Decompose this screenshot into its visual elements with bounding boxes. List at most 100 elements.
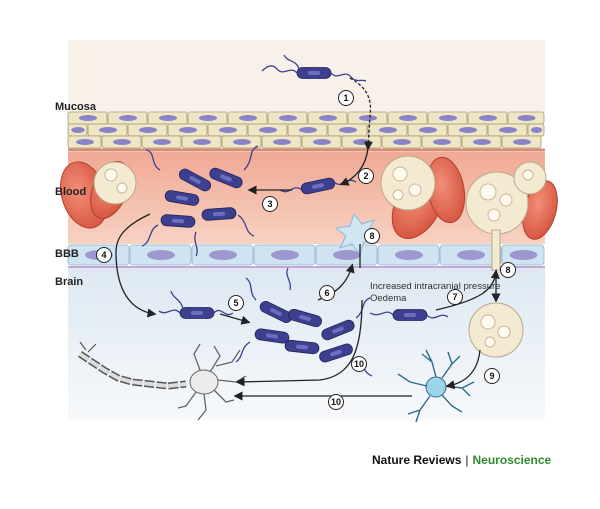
- step-number: 7: [452, 292, 457, 302]
- cell-nucleus: [279, 115, 297, 121]
- label-blood: Blood: [55, 186, 86, 198]
- step-number: 8: [505, 265, 510, 275]
- cell-nucleus: [79, 115, 97, 121]
- step-marker-9: 9: [484, 368, 500, 384]
- bacterium: [160, 213, 196, 229]
- step-marker-8: 8: [364, 228, 380, 244]
- cell-nucleus: [71, 127, 85, 133]
- cell-nucleus: [219, 127, 237, 133]
- cell-nucleus: [199, 115, 217, 121]
- cell-nucleus: [473, 139, 491, 145]
- step-marker-3: 3: [262, 196, 278, 212]
- bacterium: [261, 54, 367, 82]
- cell-nucleus: [359, 115, 377, 121]
- cell-nucleus: [513, 139, 531, 145]
- cell-nucleus: [76, 139, 94, 145]
- background-layers: [68, 40, 545, 420]
- mucosa-epithelium: [67, 111, 545, 149]
- cell-nucleus: [457, 250, 485, 260]
- cell-nucleus: [179, 127, 197, 133]
- cell-nucleus: [419, 127, 437, 133]
- cell-nucleus: [239, 115, 257, 121]
- cell-nucleus: [139, 127, 157, 133]
- cell-nucleus: [273, 139, 291, 145]
- label-brain: Brain: [55, 276, 83, 288]
- cell-nucleus: [271, 250, 299, 260]
- cell-nucleus: [193, 139, 211, 145]
- cell-nucleus: [433, 139, 451, 145]
- leukocyte: [93, 161, 137, 205]
- bacterium: [369, 309, 449, 321]
- flagella: [141, 145, 259, 257]
- arrow-step-4: [115, 213, 157, 318]
- pathway-arrows: [115, 77, 501, 401]
- step-number: 3: [267, 199, 272, 209]
- arrow-step-9: [445, 349, 481, 390]
- step-marker-10: 10: [351, 356, 367, 372]
- step-number: 1: [343, 93, 348, 103]
- figure-credit: Nature Reviews|Neuroscience: [372, 453, 551, 467]
- cell-nucleus: [439, 115, 457, 121]
- bacterium: [158, 290, 234, 319]
- arrow-step-2: [339, 147, 369, 186]
- step-number: 10: [354, 359, 364, 369]
- label-bbb: BBB: [55, 248, 79, 260]
- credit-journal: Neuroscience: [472, 453, 552, 467]
- cell-nucleus: [530, 127, 543, 133]
- neuron-damaged: [78, 341, 247, 421]
- cell-nucleus: [459, 127, 477, 133]
- step-number: 8: [369, 231, 374, 241]
- arrow-step-1: [349, 77, 373, 151]
- cell-nucleus: [233, 139, 251, 145]
- annotation-oedema: Oedema: [370, 293, 407, 304]
- cell-nucleus: [313, 139, 331, 145]
- layer-labels: Mucosa Blood BBB Brain: [55, 101, 97, 288]
- step-marker-6: 6: [319, 285, 335, 301]
- cell-nucleus: [499, 127, 517, 133]
- cell-nucleus: [333, 250, 361, 260]
- cell-nucleus: [393, 139, 411, 145]
- leukocyte: [468, 302, 524, 358]
- cell-nucleus: [119, 115, 137, 121]
- credit-publisher: Nature Reviews: [372, 453, 462, 467]
- credit-separator: |: [465, 453, 469, 467]
- cell-nucleus: [99, 127, 117, 133]
- cell-nucleus: [379, 127, 397, 133]
- step-marker-2: 2: [358, 168, 374, 184]
- bacteria: [141, 54, 449, 377]
- cell-nucleus: [159, 115, 177, 121]
- label-mucosa: Mucosa: [55, 101, 97, 113]
- blood-region: [68, 152, 545, 244]
- cell-soma: [425, 376, 447, 398]
- flagella: [235, 267, 373, 377]
- cell-nucleus: [113, 139, 131, 145]
- neuron-microglia: [397, 349, 475, 423]
- arrow-step-5: [219, 313, 251, 325]
- step-marker-8: 8: [500, 262, 516, 278]
- cell-nucleus: [209, 250, 237, 260]
- cell-nucleus: [395, 250, 423, 260]
- cell-nucleus: [339, 127, 357, 133]
- step-number: 5: [233, 298, 238, 308]
- step-number: 6: [324, 288, 329, 298]
- cell-nucleus: [509, 250, 538, 260]
- cell-nucleus: [479, 115, 497, 121]
- annotation-pressure: Increased intracranial pressure: [370, 281, 500, 292]
- cell-nucleus: [299, 127, 317, 133]
- step-marker-1: 1: [338, 90, 354, 106]
- leukocytes: [93, 155, 547, 235]
- step-marker-5: 5: [228, 295, 244, 311]
- leukocyte: [380, 155, 436, 211]
- step-number: 2: [363, 171, 368, 181]
- step-marker-4: 4: [96, 247, 112, 263]
- arrow-step-7: [435, 269, 500, 311]
- step-number: 4: [101, 250, 106, 260]
- bacterium: [201, 206, 237, 222]
- step-number: 10: [331, 397, 341, 407]
- cell-nucleus: [153, 139, 171, 145]
- cell-nucleus: [259, 127, 277, 133]
- step-number: 9: [489, 371, 494, 381]
- step-marker-10: 10: [328, 394, 344, 410]
- cell-nucleus: [319, 115, 337, 121]
